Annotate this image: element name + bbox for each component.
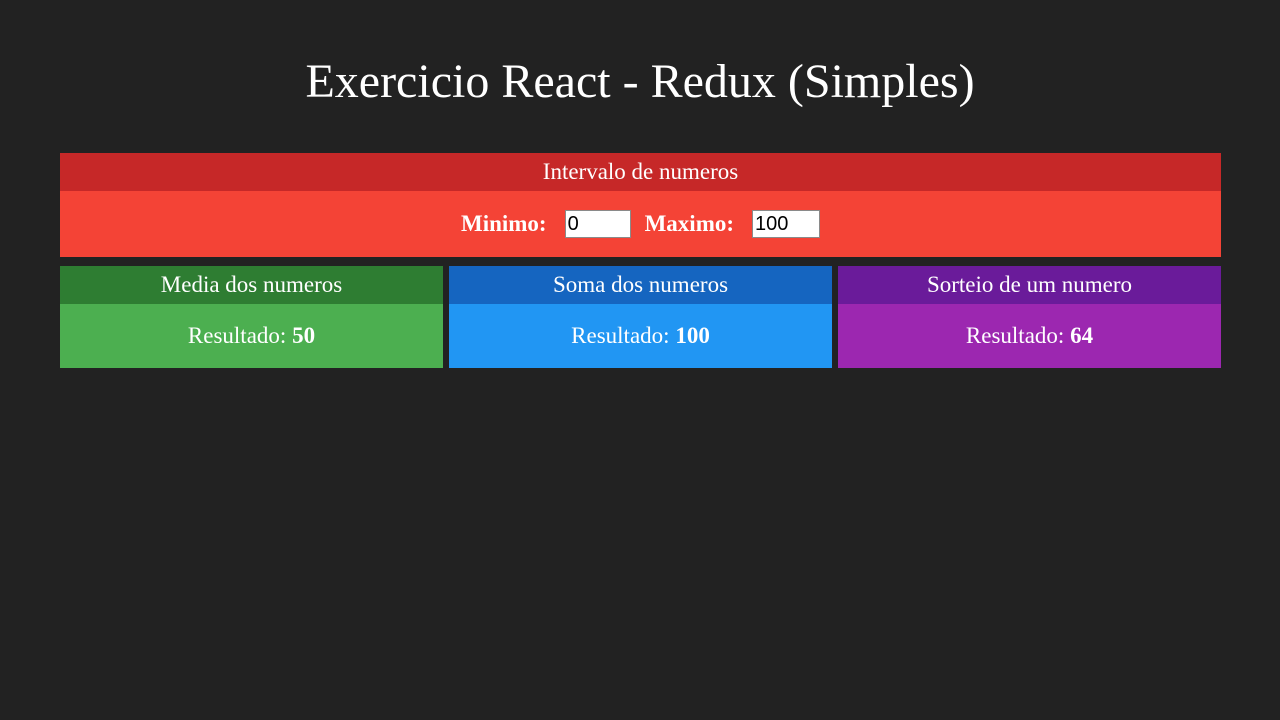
- min-label: Minimo:: [460, 211, 547, 236]
- soma-result-value: 100: [675, 323, 710, 348]
- sorteio-card-header: Sorteio de um numero: [838, 266, 1221, 304]
- interval-card-header: Intervalo de numeros: [60, 153, 1221, 191]
- soma-card-header: Soma dos numeros: [449, 266, 832, 304]
- interval-card-body: Minimo: Maximo:: [60, 191, 1221, 257]
- max-input[interactable]: [752, 210, 821, 238]
- sorteio-card-body: Resultado: 64: [838, 304, 1221, 368]
- min-input[interactable]: [564, 210, 631, 238]
- media-result-label: Resultado:: [187, 323, 287, 348]
- media-result-value: 50: [292, 323, 316, 348]
- soma-card-body: Resultado: 100: [449, 304, 832, 368]
- page-title: Exercicio React - Redux (Simples): [305, 55, 975, 108]
- max-label: Maximo:: [644, 211, 735, 236]
- soma-card: Soma dos numeros Resultado: 100: [449, 266, 832, 368]
- interval-card: Intervalo de numeros Minimo: Maximo:: [60, 153, 1221, 257]
- media-card-body: Resultado: 50: [60, 304, 443, 368]
- media-card: Media dos numeros Resultado: 50: [60, 266, 443, 368]
- sorteio-result-value: 64: [1070, 323, 1094, 348]
- media-card-header: Media dos numeros: [60, 266, 443, 304]
- sorteio-card: Sorteio de um numero Resultado: 64: [838, 266, 1221, 368]
- sorteio-result-label: Resultado:: [965, 323, 1065, 348]
- soma-result-label: Resultado:: [571, 323, 670, 348]
